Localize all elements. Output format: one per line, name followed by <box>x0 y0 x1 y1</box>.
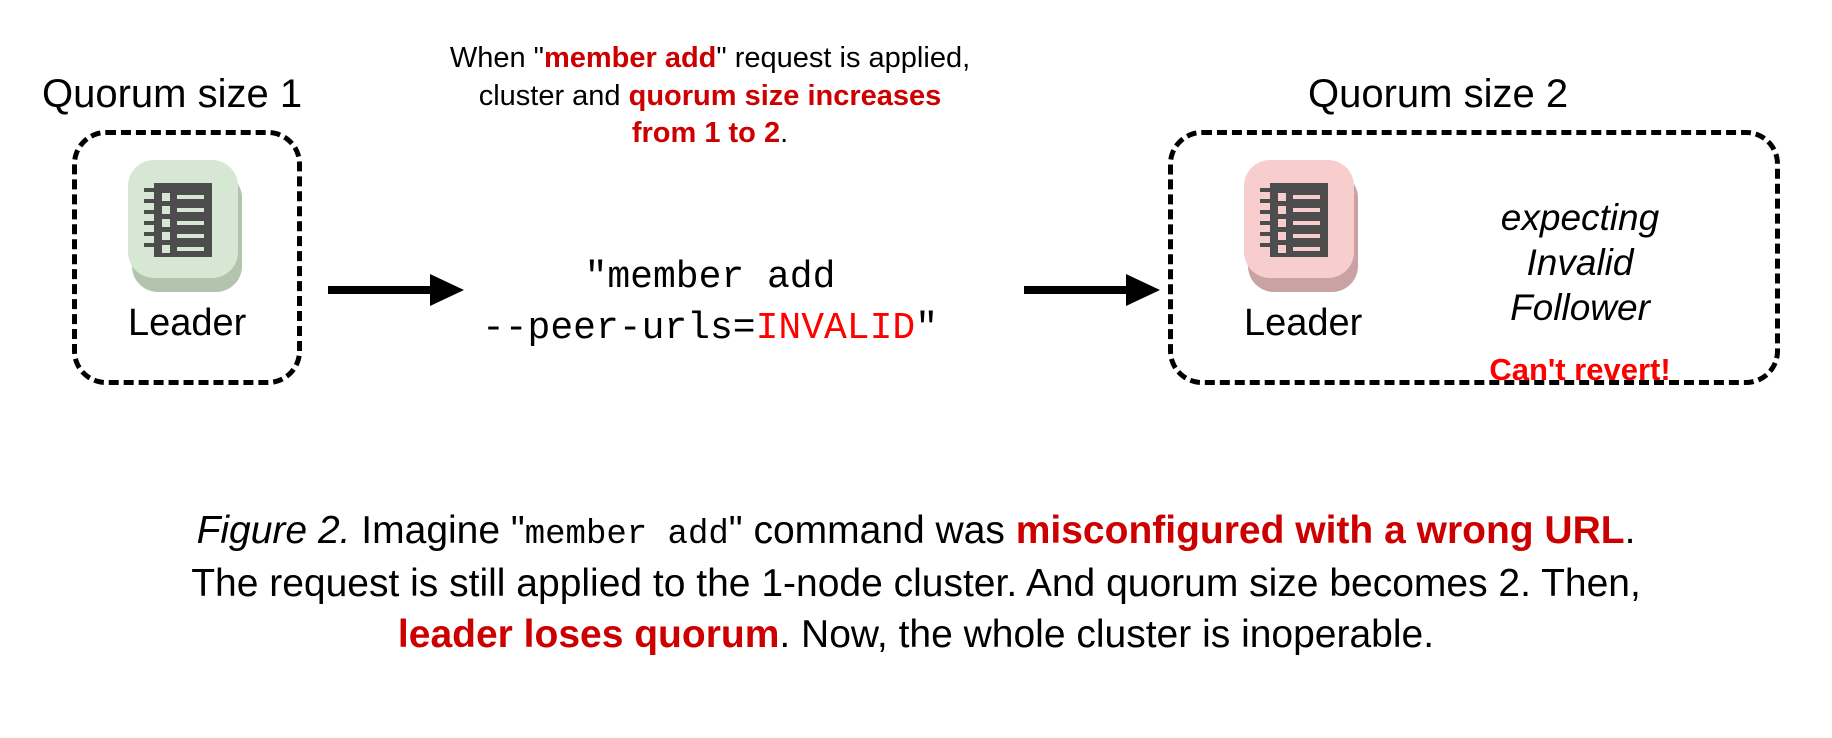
right-node-label: Leader <box>1244 302 1363 344</box>
right-status-block: expecting Invalid Follower Can't revert! <box>1430 195 1730 388</box>
top-note-line-3: from 1 to 2. <box>390 115 1030 153</box>
top-note-l2-b: quorum size increases <box>628 79 942 112</box>
top-note-line-2: cluster and quorum size increases <box>390 78 1030 116</box>
cant-revert-warning: Can't revert! <box>1489 352 1671 388</box>
right-cluster-box <box>1168 130 1780 385</box>
caption-seg-2: " command was <box>728 509 1016 552</box>
command-line-1: "member add <box>584 256 836 299</box>
server-node-glyph <box>1260 183 1329 257</box>
command-line-2: --peer-urls=INVALID" <box>440 303 980 354</box>
top-note-l3-c: . <box>780 117 789 150</box>
top-note-l1-a: When " <box>449 42 544 74</box>
caption-figure-label: Figure 2. <box>196 509 351 552</box>
caption-highlight-2: leader loses quorum <box>397 613 780 657</box>
top-note-line-1: When "member add" request is applied, <box>390 40 1030 78</box>
left-cluster-box <box>72 130 302 385</box>
top-note-l1-c: " request is applied, <box>716 42 971 74</box>
right-leader-node: Leader <box>1244 160 1362 342</box>
server-node-glyph <box>144 183 213 257</box>
caption-line-2: The request is still applied to the 1-no… <box>191 561 1641 605</box>
status-line-1: expecting <box>1500 197 1660 238</box>
member-add-command: "member add --peer-urls=INVALID" <box>440 252 980 355</box>
caption-line-1: Figure 2. Imagine "member add" command w… <box>0 505 1832 558</box>
status-line-2: Invalid <box>1526 242 1634 284</box>
top-annotation-note: When "member add" request is applied, cl… <box>390 40 1030 153</box>
command-close-quote: " <box>915 307 939 351</box>
left-leader-node: Leader <box>128 160 246 342</box>
server-node-icon <box>1244 160 1362 294</box>
caption-seg-3: . <box>1624 509 1636 552</box>
caption-mono-command: member add <box>524 516 729 554</box>
caption-seg-4: . Now, the whole cluster is inoperable. <box>779 613 1435 657</box>
status-line-3: Follower <box>1510 287 1650 329</box>
left-cluster-caption: Quorum size 1 <box>42 72 303 116</box>
caption-highlight-1: misconfigured with a wrong URL <box>1015 509 1625 552</box>
figure-caption: Figure 2. Imagine "member add" command w… <box>0 505 1832 661</box>
top-note-l3-b: from 1 to 2 <box>631 117 781 150</box>
caption-seg-1: Imagine " <box>350 509 525 552</box>
caption-line-3: leader loses quorum. Now, the whole clus… <box>0 609 1832 660</box>
right-cluster-caption: Quorum size 2 <box>1308 72 1569 116</box>
top-note-l2-a: cluster and <box>478 79 629 112</box>
arrow-right-icon-left <box>328 274 464 306</box>
left-node-label: Leader <box>128 302 247 344</box>
arrow-right-icon-right <box>1024 274 1160 306</box>
server-node-icon <box>128 160 246 294</box>
command-invalid-value: INVALID <box>755 307 916 351</box>
top-note-l1-b: member add <box>543 42 717 74</box>
command-flag: --peer-urls= <box>481 307 756 351</box>
